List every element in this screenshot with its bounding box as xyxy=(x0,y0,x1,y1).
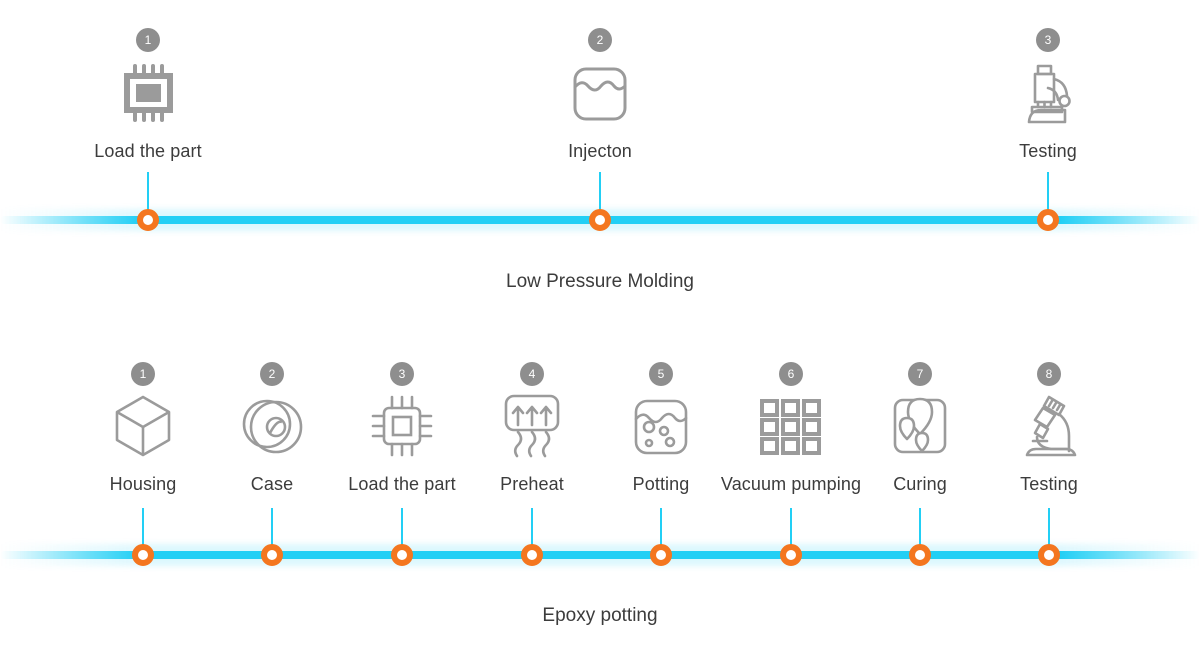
timeline-marker[interactable] xyxy=(650,544,672,566)
step-badge: 3 xyxy=(1036,28,1060,52)
heat-arrows-icon xyxy=(502,394,562,458)
node-label: Preheat xyxy=(500,474,564,494)
chip-outline-icon xyxy=(370,394,434,458)
row1-caption: Low Pressure Molding xyxy=(506,271,694,292)
timeline-marker[interactable] xyxy=(261,544,283,566)
timeline-marker[interactable] xyxy=(589,209,611,231)
grid-squares-icon xyxy=(760,399,822,455)
step-badge: 1 xyxy=(131,362,155,386)
step-badge: 7 xyxy=(908,362,932,386)
microscope-icon xyxy=(1018,62,1078,124)
node-label: Testing xyxy=(1020,474,1078,494)
timeline-marker[interactable] xyxy=(521,544,543,566)
node-stem xyxy=(919,508,921,555)
step-badge: 3 xyxy=(390,362,414,386)
step-badge: 6 xyxy=(779,362,803,386)
node-label: Injecton xyxy=(568,141,632,161)
step-badge: 8 xyxy=(1037,362,1061,386)
step-badge: 2 xyxy=(260,362,284,386)
node-stem xyxy=(147,172,149,220)
microscope-alt-icon xyxy=(1019,394,1079,458)
node-stem xyxy=(271,508,273,555)
row2-rail xyxy=(0,551,1200,559)
node-stem xyxy=(660,508,662,555)
step-badge: 1 xyxy=(136,28,160,52)
timeline-marker[interactable] xyxy=(1037,209,1059,231)
liquid-bubbles-icon xyxy=(632,398,690,456)
node-stem xyxy=(790,508,792,555)
timeline-marker[interactable] xyxy=(780,544,802,566)
node-label: Testing xyxy=(1019,141,1077,161)
node-label: Potting xyxy=(632,474,690,494)
node-label: Curing xyxy=(893,474,947,494)
timeline-marker[interactable] xyxy=(1038,544,1060,566)
node-label: Housing xyxy=(109,474,177,494)
node-stem xyxy=(401,508,403,555)
node-label: Vacuum pumping xyxy=(720,474,862,494)
node-stem xyxy=(1047,172,1049,220)
timeline-marker[interactable] xyxy=(391,544,413,566)
cube-icon xyxy=(113,394,173,458)
liquid-container-icon xyxy=(571,65,629,123)
node-stem xyxy=(599,172,601,220)
chip-solid-icon xyxy=(119,62,177,124)
step-badge: 2 xyxy=(588,28,612,52)
timeline-marker[interactable] xyxy=(137,209,159,231)
node-label: Case xyxy=(250,474,294,494)
reel-icon xyxy=(241,394,303,458)
node-stem xyxy=(142,508,144,555)
step-badge: 4 xyxy=(520,362,544,386)
timeline-marker[interactable] xyxy=(909,544,931,566)
step-badge: 5 xyxy=(649,362,673,386)
node-label: Load the part xyxy=(348,474,456,494)
droplets-panel-icon xyxy=(891,396,949,456)
timeline-marker[interactable] xyxy=(132,544,154,566)
row2-caption: Epoxy potting xyxy=(542,605,658,626)
node-stem xyxy=(531,508,533,555)
node-stem xyxy=(1048,508,1050,555)
node-label: Load the part xyxy=(94,141,202,161)
